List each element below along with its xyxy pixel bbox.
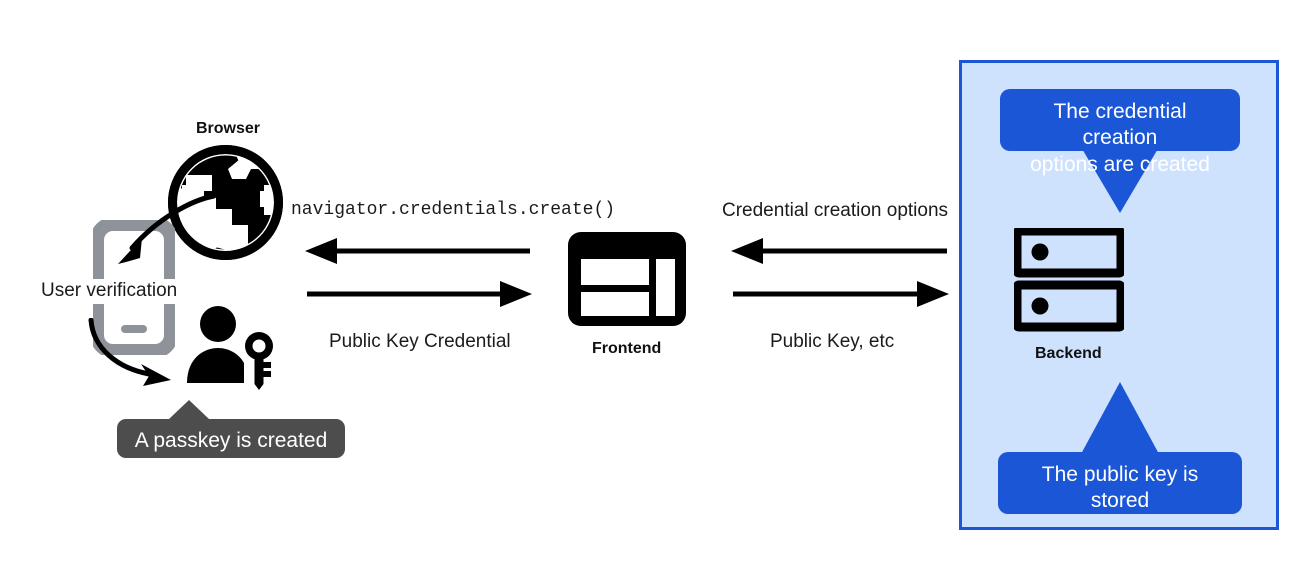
user-verification-label: User verification	[38, 279, 181, 304]
message-public-key-credential-label: Public Key Credential	[329, 331, 511, 352]
backend-top-tooltip-tail	[1081, 147, 1159, 213]
backend-bottom-tooltip-line1: The public key is	[1041, 463, 1199, 486]
backend-top-tooltip-line2: options are created	[1030, 152, 1210, 176]
backend-top-tooltip-line1: The credential creation	[1053, 100, 1187, 150]
arrow-browser-to-phone	[96, 190, 226, 285]
arrow-phone-to-user	[83, 317, 203, 398]
frontend-label: Frontend	[592, 340, 662, 357]
backend-bottom-tooltip-line2: stored	[1090, 489, 1150, 513]
backend-label: Backend	[1035, 345, 1102, 362]
backend-server-icon	[1012, 226, 1126, 337]
arrow-backend-to-frontend	[731, 238, 947, 269]
backend-top-tooltip: The credential creation options are crea…	[1000, 89, 1240, 176]
frontend-icon	[568, 232, 686, 331]
message-navigator-create-label: navigator.credentials.create()	[291, 200, 616, 220]
arrow-frontend-to-backend	[733, 281, 949, 312]
backend-bottom-tooltip: The public key is stored	[998, 452, 1242, 514]
passkey-tooltip-tail	[169, 400, 209, 419]
passkey-tooltip: A passkey is created	[117, 419, 345, 458]
user-with-key-icon	[185, 305, 280, 395]
backend-bottom-tooltip-tail	[1081, 382, 1159, 454]
browser-label: Browser	[196, 120, 261, 137]
arrow-frontend-to-browser	[305, 238, 530, 269]
message-credential-creation-options-label: Credential creation options	[722, 200, 949, 221]
message-public-key-etc-label: Public Key, etc	[770, 331, 895, 352]
arrow-browser-to-frontend	[307, 281, 532, 312]
